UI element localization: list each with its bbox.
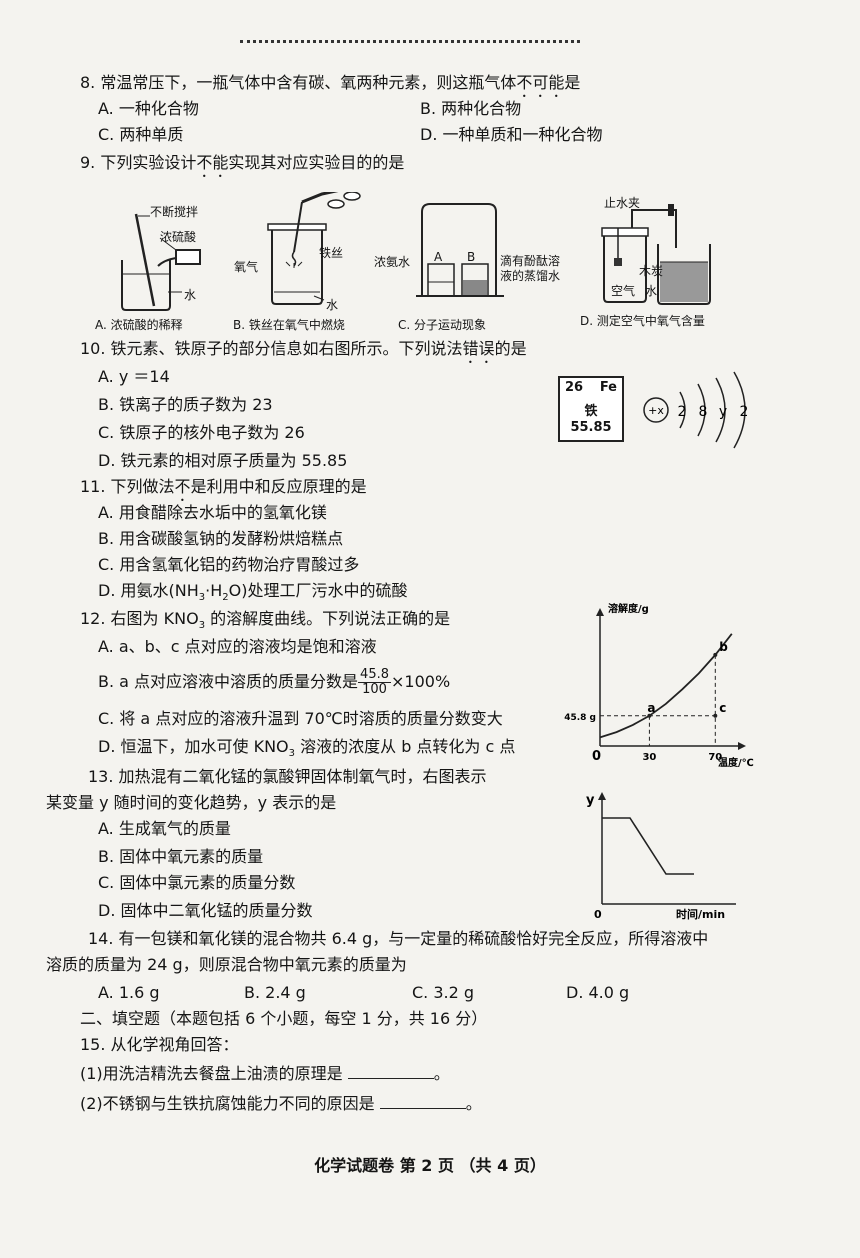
chart-origin: 0 xyxy=(592,749,601,764)
fig-c-caption: C. 分子运动现象 xyxy=(398,318,487,332)
time-graph-line xyxy=(602,817,694,875)
fig-c-label-ammonia: 浓氨水 xyxy=(374,255,411,269)
chart-y-tick: 45.8 g xyxy=(564,713,596,723)
solubility-curve xyxy=(599,633,733,739)
element-card: 26 Fe 铁 55.85 xyxy=(558,376,624,442)
atom-nucleus: +x xyxy=(648,404,664,417)
question-15-part-1: (1)用洗洁精洗去餐盘上油渍的原理是 。 xyxy=(80,1062,450,1083)
fig-c-label-a: A xyxy=(434,250,443,264)
q10-option-c: C. 铁原子的核外电子数为 26 xyxy=(98,423,305,442)
atom-shell-4: 2 xyxy=(740,404,749,420)
q8-option-d: D. 一种单质和一种化合物 xyxy=(420,125,603,144)
q10-option-a: A. y ＝14 xyxy=(98,367,170,386)
question-14-stem-1: 14. 有一包镁和氧化镁的混合物共 6.4 g，与一定量的稀硫酸恰好完全反应，所… xyxy=(88,929,709,948)
chart-point-a xyxy=(647,713,652,718)
question-13-stem-1: 13. 加热混有二氧化锰的氯酸钾固体制氧气时，右图表示 xyxy=(88,767,487,786)
answer-blank-1[interactable] xyxy=(347,1062,434,1079)
chart-x-tick-70: 70 xyxy=(708,752,722,763)
element-number: 26 xyxy=(565,380,584,395)
header-dotted-line xyxy=(240,40,580,47)
question-15-stem: 15. 从化学视角回答： xyxy=(80,1035,239,1054)
fig-c-label-phenol2: 液的蒸馏水 xyxy=(500,269,561,283)
chart-point-label-c: c xyxy=(719,701,726,715)
fig-d-label-charcoal: 木炭 xyxy=(639,264,664,278)
question-15-part-2: (2)不锈钢与生铁抗腐蚀能力不同的原因是 。 xyxy=(80,1092,482,1113)
figure-d-oxygen-content xyxy=(601,204,711,305)
fig-a-label-stir: 不断搅拌 xyxy=(150,205,199,219)
q13-option-b: B. 固体中氧元素的质量 xyxy=(98,847,264,866)
fig-b-label-wire: 铁丝 xyxy=(319,246,344,260)
chart-point-label-a: a xyxy=(647,701,655,715)
fig-d-label-air: 空气 xyxy=(611,284,636,298)
chart-x-tick-30: 30 xyxy=(642,752,656,763)
fig-b-caption: B. 铁丝在氧气中燃烧 xyxy=(233,318,345,332)
q13-option-d: D. 固体中二氧化锰的质量分数 xyxy=(98,901,313,920)
q11-option-b: B. 用含碳酸氢钠的发酵粉烘焙糕点 xyxy=(98,529,344,548)
time-graph-ylabel: y xyxy=(586,793,595,808)
q11-option-d: D. 用氨水(NH3·H2O)处理工厂污水中的硫酸 xyxy=(98,581,408,604)
q14-option-c: C. 3.2 g xyxy=(412,983,475,1002)
time-graph-y-arrow xyxy=(598,792,606,800)
q11-option-c: C. 用含氢氧化铝的药物治疗胃酸过多 xyxy=(98,555,360,574)
fig-a-label-acid: 浓硫酸 xyxy=(160,230,197,244)
element-symbol: Fe xyxy=(599,380,617,395)
fig-c-label-b: B xyxy=(467,250,476,264)
element-name: 铁 xyxy=(584,404,598,419)
fig-b-label-water: 水 xyxy=(326,298,339,312)
time-graph: y 0 时间/min xyxy=(586,792,736,921)
q14-option-b: B. 2.4 g xyxy=(244,983,306,1002)
atom-shell-1: 2 xyxy=(678,404,687,420)
question-9-stem: 9. 下列实验设计不能实现其对应实验目的的是 xyxy=(80,153,405,172)
chart-point-c xyxy=(713,713,718,718)
q11-option-a: A. 用食醋除去水垢中的氢氧化镁 xyxy=(98,503,327,522)
q14-option-a: A. 1.6 g xyxy=(98,983,160,1002)
q8-option-b: B. 两种化合物 xyxy=(420,99,522,118)
q10-option-d: D. 铁元素的相对原子质量为 55.85 xyxy=(98,451,348,470)
chart-xlabel: 温度/℃ xyxy=(718,756,754,769)
fig-a-label-water: 水 xyxy=(184,288,197,302)
fig-d-label-water: 水 xyxy=(645,284,658,298)
chart-ylabel: 溶解度/g xyxy=(608,602,649,615)
page-footer: 化学试题卷 第 2 页 （共 4 页） xyxy=(314,1156,546,1175)
question-13-stem-2: 某变量 y 随时间的变化趋势，y 表示的是 xyxy=(46,793,337,812)
question-11-stem: 11. 下列做法不是利用中和反应原理的是 xyxy=(80,477,367,496)
q12-option-c: C. 将 a 点对应的溶液升温到 70℃时溶质的质量分数变大 xyxy=(98,709,503,728)
chart-point-label-b: b xyxy=(719,640,728,654)
question-8-stem: 8. 常温常压下，一瓶气体中含有碳、氧两种元素，则这瓶气体不可能是 xyxy=(80,73,581,92)
answer-blank-2[interactable] xyxy=(379,1092,466,1109)
fig-b-label-oxygen: 氧气 xyxy=(234,260,259,274)
atom-structure-diagram: +x 2 8 y 2 xyxy=(643,371,749,449)
q13-option-a: A. 生成氧气的质量 xyxy=(98,819,231,838)
question-10-stem: 10. 铁元素、铁原子的部分信息如右图所示。下列说法错误的是 xyxy=(80,339,527,358)
section-2-heading: 二、填空题（本题包括 6 个小题，每空 1 分，共 16 分） xyxy=(80,1009,488,1028)
q12-option-d: D. 恒温下，加水可使 KNO3 溶液的浓度从 b 点转化为 c 点 xyxy=(98,737,516,760)
fig-a-caption: A. 浓硫酸的稀释 xyxy=(95,318,183,332)
question-12-stem: 12. 右图为 KNO3 的溶解度曲线。下列说法正确的是 xyxy=(80,609,451,632)
figure-a-dilution xyxy=(121,213,201,311)
question-14-stem-2: 溶质的质量为 24 g，则原混合物中氧元素的质量为 xyxy=(46,955,407,974)
q14-option-d: D. 4.0 g xyxy=(566,983,630,1002)
atom-shell-3: y xyxy=(719,404,727,420)
solubility-chart: a b c 溶解度/g 温度/℃ 0 30 70 45.8 g xyxy=(564,602,754,769)
chart-y-arrow xyxy=(596,608,604,616)
fig-d-label-clamp: 止水夹 xyxy=(604,196,641,210)
chart-x-arrow xyxy=(738,742,746,750)
q8-option-c: C. 两种单质 xyxy=(98,125,184,144)
q12-option-a: A. a、b、c 点对应的溶液均是饱和溶液 xyxy=(98,637,377,656)
time-graph-origin: 0 xyxy=(594,908,602,921)
atom-shell-2: 8 xyxy=(699,404,708,420)
chart-point-b xyxy=(713,652,718,657)
q13-option-c: C. 固体中氯元素的质量分数 xyxy=(98,873,296,892)
fig-d-caption: D. 测定空气中氧气含量 xyxy=(580,314,705,328)
time-graph-xlabel: 时间/min xyxy=(676,907,725,921)
figure-b-iron-burning xyxy=(267,192,361,305)
figure-c-molecule-motion xyxy=(416,203,504,297)
q8-option-a: A. 一种化合物 xyxy=(98,99,199,118)
element-mass: 55.85 xyxy=(570,420,612,435)
fig-c-label-phenol1: 滴有酚酞溶 xyxy=(500,254,561,268)
q10-option-b: B. 铁离子的质子数为 23 xyxy=(98,395,273,414)
